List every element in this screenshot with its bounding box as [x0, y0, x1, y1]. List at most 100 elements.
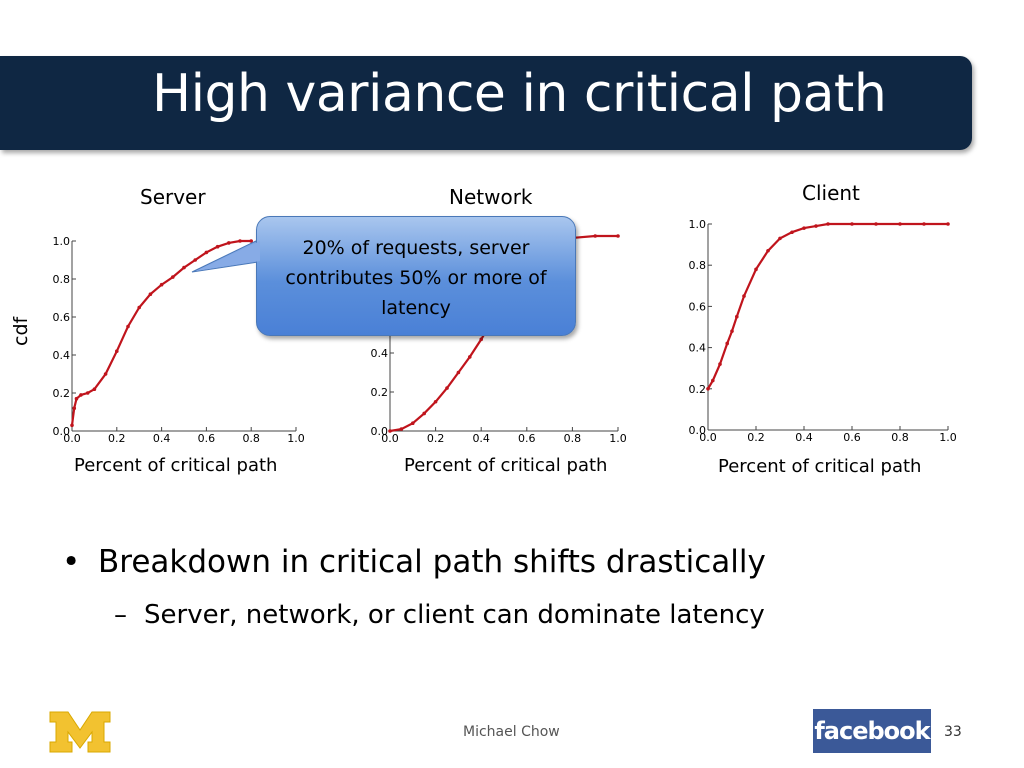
university-m-logo-icon: [49, 711, 111, 753]
data-point: [766, 248, 770, 253]
data-point: [468, 355, 472, 359]
x-tick-label: 0.6: [198, 432, 216, 445]
y-tick-label: 0.4: [371, 347, 389, 360]
callout-pointer-fill: [196, 241, 260, 271]
data-point: [826, 222, 830, 226]
data-point: [85, 391, 90, 395]
data-point: [946, 222, 950, 226]
data-point: [193, 258, 197, 262]
x-axis-label-client: Percent of critical path: [718, 456, 922, 477]
data-point: [593, 234, 597, 238]
x-tick-label: 0.0: [381, 432, 399, 445]
footer-author: Michael Chow: [463, 724, 560, 740]
data-point: [159, 282, 164, 287]
chart-title-client: Client: [802, 181, 860, 205]
data-point: [399, 427, 404, 431]
y-tick-label: 0.8: [689, 259, 707, 272]
x-tick-label: 0.2: [108, 432, 126, 445]
data-point: [204, 250, 209, 255]
callout-text: 20% of requests, server contributes 50% …: [285, 237, 547, 319]
data-point: [422, 411, 426, 416]
bullet-sub-text: Server, network, or client can dominate …: [144, 600, 765, 630]
x-tick-label: 0.0: [63, 432, 81, 445]
x-tick-label: 0.6: [843, 431, 861, 444]
data-point: [411, 421, 415, 425]
chart-client: 0.0 0.2 0.4 0.6 0.8 1.0 0.0 0.2 0.4 0.6 0.8 1.0: [689, 218, 957, 444]
page-number: 33: [944, 724, 962, 740]
bullet-sub: –Server, network, or client can dominate…: [114, 600, 765, 630]
x-tick-label: 0.8: [242, 432, 260, 445]
data-point: [725, 341, 729, 346]
y-tick-label: 0.2: [689, 383, 707, 396]
data-point: [802, 226, 806, 230]
bullet-main-text: Breakdown in critical path shifts drasti…: [98, 544, 766, 580]
y-tick-label: 0.0: [371, 425, 389, 438]
y-tick-label: 0.6: [689, 300, 707, 313]
y-tick-label: 0.4: [689, 342, 707, 355]
data-point: [70, 423, 74, 428]
data-point: [137, 305, 141, 310]
data-point: [814, 224, 818, 228]
data-point: [754, 267, 758, 272]
chart-title-network: Network: [449, 185, 533, 209]
data-point: [238, 239, 242, 243]
x-tick-label: 0.6: [518, 432, 536, 445]
data-point: [445, 386, 449, 390]
data-point: [72, 406, 77, 410]
y-tick-label: 0.4: [53, 349, 71, 362]
facebook-logo: facebook: [813, 709, 931, 753]
data-point: [115, 349, 119, 353]
cdf-series-line: [70, 239, 252, 426]
data-point: [874, 222, 878, 226]
x-tick-label: 1.0: [287, 432, 305, 445]
data-point: [898, 222, 902, 226]
bullet-main: •Breakdown in critical path shifts drast…: [62, 544, 766, 580]
y-tick-label: 0.2: [53, 387, 71, 400]
x-axis-label-network: Percent of critical path: [404, 455, 608, 476]
y-axis-label: cdf: [10, 316, 32, 346]
title-bar: High variance in critical path: [0, 56, 972, 150]
x-tick-label: 0.2: [747, 431, 765, 444]
x-tick-label: 0.4: [472, 432, 490, 445]
data-point: [479, 337, 483, 342]
x-tick-label: 0.0: [699, 431, 717, 444]
data-point: [742, 294, 746, 298]
y-tick-label: 0.0: [689, 424, 707, 437]
callout-bubble: 20% of requests, server contributes 50% …: [256, 216, 576, 336]
data-point: [790, 230, 794, 235]
data-point: [74, 396, 79, 401]
y-tick-label: 1.0: [53, 235, 71, 248]
data-point: [730, 329, 734, 333]
y-tick-label: 0.0: [53, 425, 71, 438]
chart-title-server: Server: [140, 185, 206, 209]
y-tick-label: 0.2: [371, 386, 389, 399]
x-tick-label: 1.0: [939, 431, 957, 444]
x-tick-label: 0.4: [153, 432, 171, 445]
data-point: [706, 387, 710, 391]
y-tick-label: 1.0: [689, 218, 707, 231]
x-tick-label: 0.2: [427, 432, 445, 445]
data-point: [735, 314, 739, 319]
bullet-dash-icon: –: [114, 600, 127, 630]
x-tick-label: 1.0: [609, 432, 627, 445]
y-tick-label: 0.8: [53, 273, 71, 286]
data-point: [79, 393, 83, 397]
data-point: [433, 399, 438, 404]
data-point: [711, 378, 715, 383]
data-point: [126, 324, 130, 329]
data-point: [148, 292, 153, 296]
x-tick-label: 0.8: [564, 432, 582, 445]
x-tick-label: 0.8: [891, 431, 909, 444]
data-point: [215, 244, 220, 249]
x-tick-label: 0.4: [795, 431, 813, 444]
data-point: [616, 234, 620, 238]
data-point: [388, 429, 392, 433]
x-axis-label-server: Percent of critical path: [74, 455, 278, 476]
data-point: [249, 239, 253, 243]
cdf-series-line: [707, 222, 948, 390]
data-point: [103, 372, 108, 376]
data-point: [778, 236, 782, 241]
data-point: [850, 222, 854, 226]
data-point: [718, 362, 722, 366]
